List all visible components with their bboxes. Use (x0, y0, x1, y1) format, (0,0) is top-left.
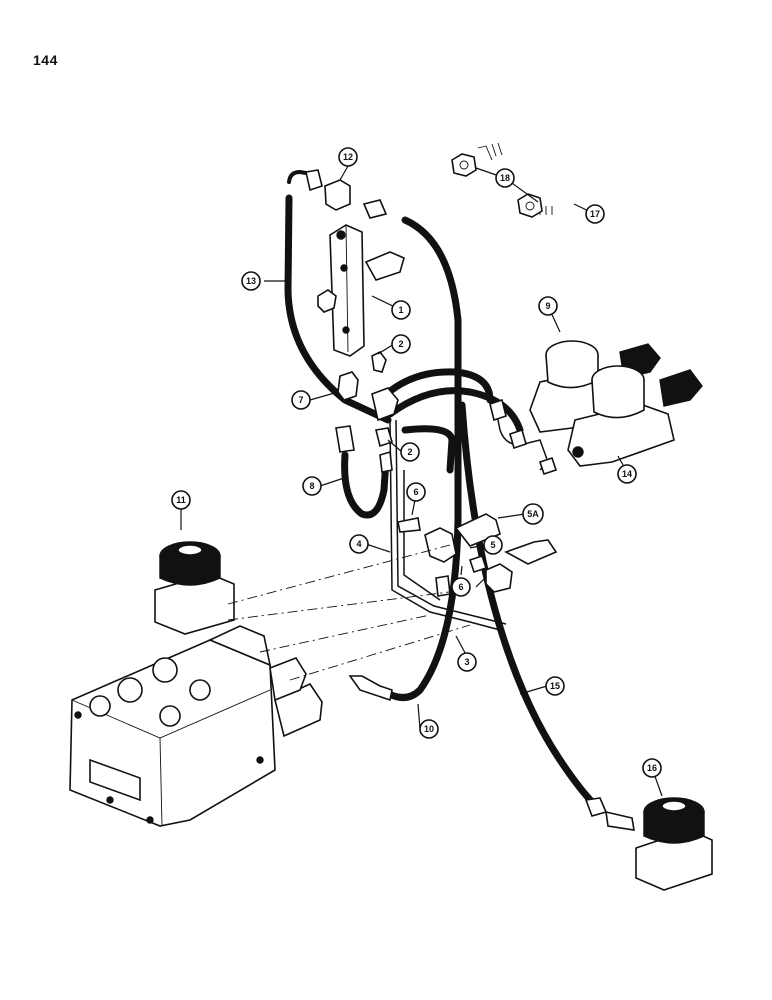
master-cylinder-14 (567, 365, 703, 467)
callout-8: 8 (302, 476, 322, 496)
tee-fitting (305, 169, 388, 219)
u-bolt-nut (451, 153, 543, 218)
svg-text:12: 12 (343, 152, 353, 162)
callout-5a: 5A (522, 503, 544, 525)
callout-1: 1 (391, 300, 411, 320)
alignment-lines (227, 544, 471, 681)
brake-unit-16 (584, 797, 713, 891)
callout-16: 16 (642, 758, 662, 778)
callout-7: 7 (291, 390, 311, 410)
svg-text:9: 9 (545, 301, 550, 311)
tee-fittings-5 (397, 513, 558, 597)
callout-3: 3 (457, 652, 477, 672)
callout-10: 10 (419, 719, 439, 739)
callout-12: 12 (338, 147, 358, 167)
svg-text:18: 18 (500, 173, 510, 183)
callout-11: 11 (171, 490, 191, 510)
callout-17: 17 (585, 204, 605, 224)
control-valve (69, 625, 323, 827)
svg-text:16: 16 (647, 763, 657, 773)
svg-text:4: 4 (356, 539, 361, 549)
svg-text:13: 13 (246, 276, 256, 286)
hose-fitting-10 (348, 675, 393, 702)
callout-2-lower: 2 (400, 442, 420, 462)
distribution-block (317, 224, 405, 357)
svg-text:6: 6 (458, 582, 463, 592)
callout-5: 5 (483, 535, 503, 555)
callout-9: 9 (538, 296, 558, 316)
svg-text:2: 2 (398, 339, 403, 349)
svg-text:5: 5 (490, 540, 495, 550)
svg-text:3: 3 (464, 657, 469, 667)
u-bolt (477, 123, 616, 215)
callout-2-upper: 2 (391, 334, 411, 354)
svg-text:6: 6 (413, 487, 418, 497)
svg-text:15: 15 (550, 681, 560, 691)
svg-text:17: 17 (590, 209, 600, 219)
svg-text:8: 8 (309, 481, 314, 491)
svg-text:5A: 5A (527, 509, 539, 519)
callout-6-upper: 6 (406, 482, 426, 502)
steel-tubes (389, 419, 507, 631)
brake-lines-to-master (489, 398, 558, 476)
callout-15: 15 (545, 676, 565, 696)
svg-text:11: 11 (176, 495, 186, 505)
svg-text:7: 7 (298, 395, 303, 405)
callout-14: 14 (617, 464, 637, 484)
brake-unit-11 (154, 541, 235, 635)
callout-6-lower: 6 (451, 577, 471, 597)
page-number: 144 (33, 52, 58, 68)
svg-text:14: 14 (622, 469, 632, 479)
callout-13: 13 (241, 271, 261, 291)
callout-18: 18 (495, 168, 515, 188)
callout-4: 4 (349, 534, 369, 554)
fittings (335, 350, 399, 473)
svg-text:10: 10 (424, 724, 434, 734)
svg-text:1: 1 (398, 305, 403, 315)
svg-text:2: 2 (407, 447, 412, 457)
